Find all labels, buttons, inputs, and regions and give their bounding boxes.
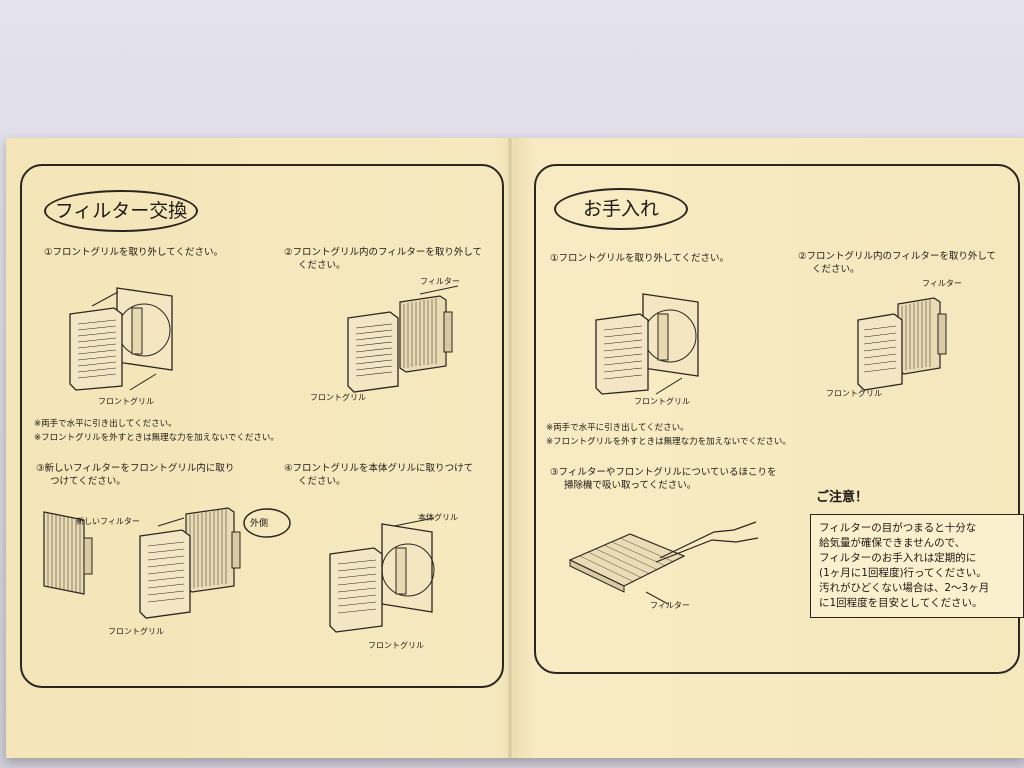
caution-line-4: (1ヶ月に1回程度)行ってください。: [819, 567, 987, 579]
left-label-front-grill-a: フロントグリル: [98, 397, 154, 406]
left-step3-line1: ③新しいフィルターをフロントグリル内に取り: [36, 463, 235, 474]
right-step1-text: ①フロントグリルを取り外してください。: [550, 253, 729, 264]
left-label-outside: 外側: [250, 519, 269, 529]
left-grill-removal-illustration: [69, 287, 173, 391]
right-label-front-grill-a: フロントグリル: [634, 397, 690, 406]
right-step2-line2: ください。: [812, 264, 860, 275]
right-step3-line2: 掃除機で吸い取ってください。: [564, 480, 697, 491]
right-note2: ※フロントグリルを外すときは無理な力を加えないでください。: [546, 437, 791, 447]
right-step3-text: ③フィルターやフロントグリルについているほこりを 掃除機で吸い取ってください。: [550, 466, 777, 492]
left-step2-line1: ②フロントグリル内のフィルターを取り外して: [284, 247, 483, 258]
left-step3-line2: つけてください。: [50, 476, 126, 487]
left-step2-text: ②フロントグリル内のフィルターを取り外して ください。: [284, 246, 482, 272]
filter-replacement-title: フィルター交換: [44, 190, 198, 232]
right-grill-removal-illustration: [595, 293, 699, 395]
right-step3-line1: ③フィルターやフロントグリルについているほこりを: [550, 467, 777, 478]
caution-line-5: 汚れがひどくない場合は、2～3ヶ月: [819, 582, 990, 594]
caution-line-6: に1回程度を目安としてください。: [819, 597, 983, 609]
left-step4-line1: ④フロントグリルを本体グリルに取りつけて: [284, 463, 474, 474]
left-note2: ※フロントグリルを外すときは無理な力を加えないでください。: [34, 433, 279, 443]
caution-line-1: フィルターの目がつまると十分な: [819, 522, 977, 534]
caution-line-2: 給気量が確保できませんので、: [819, 537, 966, 549]
left-attach-grill-illustration: [329, 517, 435, 633]
left-label-filter: フィルター: [420, 277, 460, 286]
vacuum-cleaning-illustration: [568, 521, 759, 605]
caution-line-3: フィルターのお手入れは定期的に: [819, 552, 977, 564]
maintenance-title: お手入れ: [554, 188, 688, 230]
caution-heading: ご注意！: [816, 490, 869, 505]
right-label-filter-b: フィルター: [650, 601, 690, 610]
left-step2-line2: ください。: [298, 260, 346, 271]
left-filter-insert-illustration: [139, 507, 241, 619]
left-label-front-grill-d: フロントグリル: [368, 641, 424, 650]
left-label-front-grill-c: フロントグリル: [108, 627, 164, 636]
manual-booklet: フィルター交換 ①フロントグリルを取り外してください。 ②フロントグリル内のフィ…: [6, 138, 1024, 758]
left-step3-text: ③新しいフィルターをフロントグリル内に取り つけてください。: [36, 462, 234, 488]
left-step4-text: ④フロントグリルを本体グリルに取りつけて ください。: [284, 462, 473, 488]
right-label-front-grill-b: フロントグリル: [826, 389, 882, 398]
left-step4-line2: ください。: [298, 476, 346, 487]
left-filter-removal-illustration: [347, 285, 459, 393]
left-label-front-grill-b: フロントグリル: [310, 393, 366, 402]
left-label-new-filter: 新しいフィルター: [76, 517, 140, 526]
right-filter-removal-illustration: [857, 297, 947, 391]
left-new-filter-illustration: [43, 511, 93, 595]
caution-box: フィルターの目がつまると十分な 給気量が確保できませんので、 フィルターのお手入…: [810, 514, 1024, 618]
booklet-spine: [508, 138, 512, 758]
left-step1-text: ①フロントグリルを取り外してください。: [44, 247, 223, 258]
right-step2-text: ②フロントグリル内のフィルターを取り外して ください。: [798, 250, 996, 276]
filter-replacement-panel: フィルター交換 ①フロントグリルを取り外してください。 ②フロントグリル内のフィ…: [20, 164, 504, 688]
left-label-body-grill: 本体グリル: [418, 513, 458, 522]
right-step2-line1: ②フロントグリル内のフィルターを取り外して: [798, 251, 997, 262]
outside-marker-icon: [243, 508, 291, 538]
left-note1: ※両手で水平に引き出してください。: [34, 419, 177, 429]
right-label-filter-a: フィルター: [922, 279, 962, 288]
maintenance-panel: お手入れ ①フロントグリルを取り外してください。 ②フロントグリル内のフィルター…: [534, 164, 1024, 674]
right-note1: ※両手で水平に引き出してください。: [546, 423, 689, 433]
